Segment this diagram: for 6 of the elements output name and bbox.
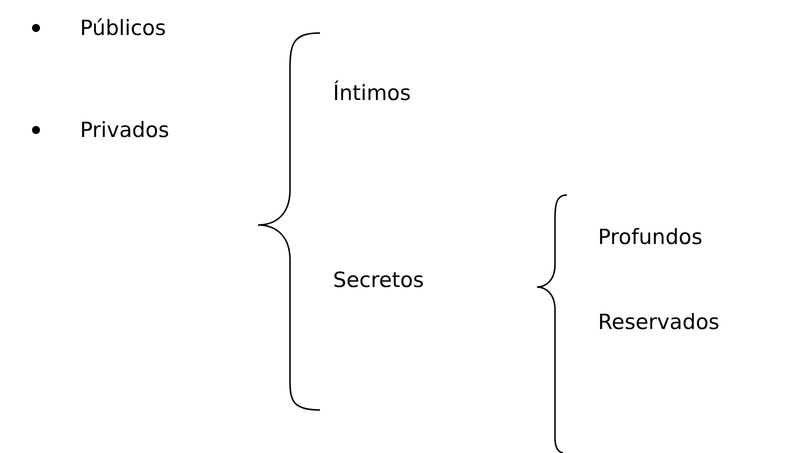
category-label: Privados: [80, 117, 170, 143]
category-label: Secretos: [333, 267, 424, 293]
category-label: Reservados: [598, 309, 720, 335]
category-label: Profundos: [598, 224, 702, 250]
category-label: Públicos: [80, 15, 166, 41]
category-label: Íntimos: [333, 80, 411, 106]
